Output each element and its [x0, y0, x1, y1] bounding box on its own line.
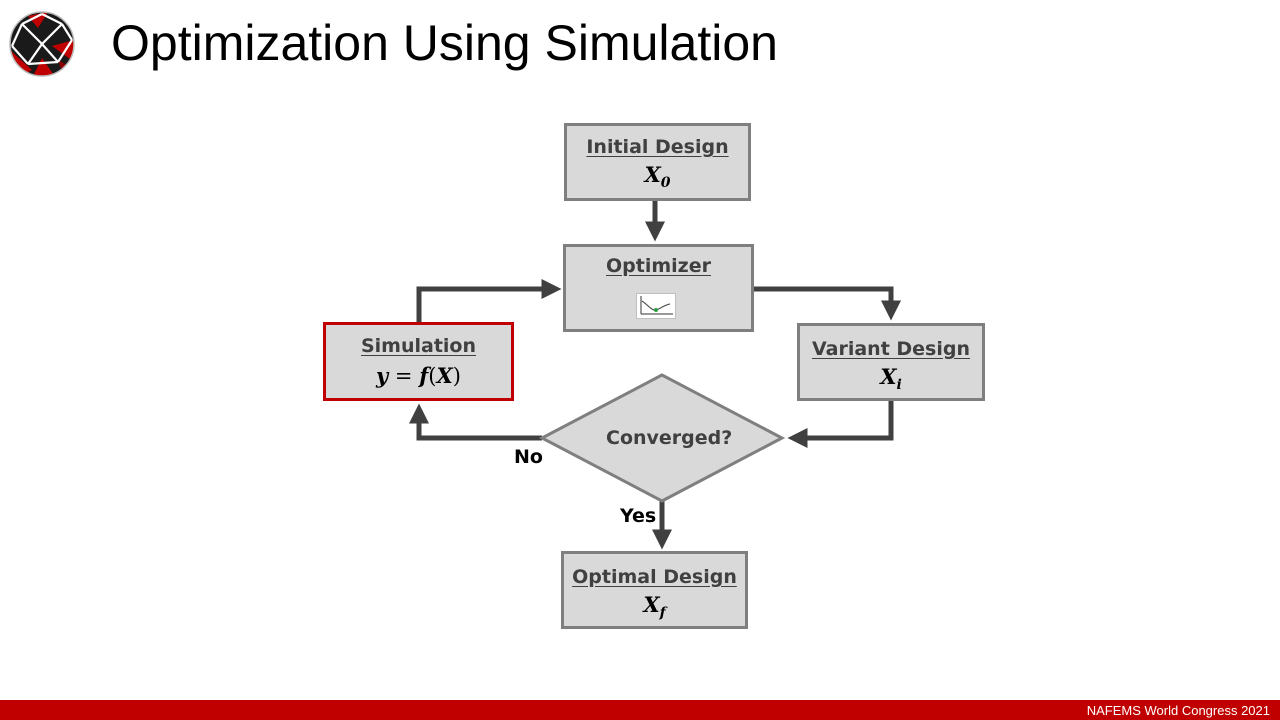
- converged-diamond: [538, 373, 786, 503]
- simulation-label: Simulation: [360, 335, 477, 357]
- optimal-design-symbol: Xf: [643, 592, 666, 622]
- variant-design-box[interactable]: Variant Design Xi: [797, 323, 985, 401]
- optimizer-box[interactable]: Optimizer: [563, 244, 754, 332]
- arrow-variant-to-converged: [787, 401, 894, 448]
- no-edge-label: No: [514, 446, 543, 468]
- simulation-box[interactable]: Simulation y = f(X): [323, 322, 514, 401]
- optimizer-chart-icon: [636, 293, 676, 319]
- variant-design-label: Variant Design: [811, 338, 971, 360]
- variant-design-symbol: Xi: [880, 364, 902, 394]
- arrow-converged-to-simulation: [409, 403, 542, 441]
- initial-design-symbol: X0: [644, 162, 671, 192]
- optimizer-label: Optimizer: [606, 255, 711, 277]
- slide-title: Optimization Using Simulation: [111, 15, 778, 71]
- optimal-design-label: Optimal Design: [572, 566, 737, 588]
- optimal-design-box[interactable]: Optimal Design Xf: [561, 551, 748, 629]
- initial-design-box[interactable]: Initial Design X0: [564, 123, 751, 201]
- nafems-logo-icon: [9, 11, 75, 77]
- yes-edge-label: Yes: [620, 505, 657, 527]
- arrow-simulation-to-optimizer: [416, 279, 562, 322]
- simulation-equation: y = f(X): [376, 363, 461, 388]
- converged-label: Converged?: [606, 427, 733, 449]
- initial-design-label: Initial Design: [586, 136, 729, 158]
- arrow-optimizer-to-variant: [754, 286, 901, 321]
- footer-text: NAFEMS World Congress 2021: [1086, 703, 1270, 718]
- footer-bar: NAFEMS World Congress 2021: [0, 700, 1280, 720]
